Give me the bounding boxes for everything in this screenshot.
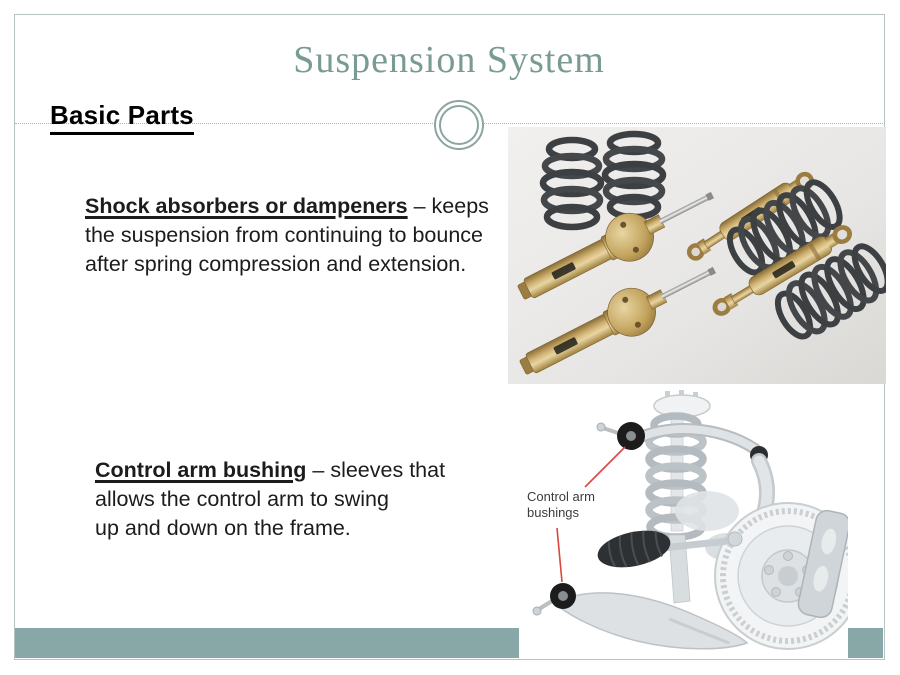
brake-caliper (797, 509, 848, 619)
crossmember-detail (675, 491, 739, 531)
divider-circle-ornament (434, 100, 484, 150)
upper-control-arm-bushing (596, 422, 645, 450)
lower-control-arm-bushing (532, 583, 576, 616)
control-arm-bushings-label-line1: Control arm (527, 489, 595, 504)
divider-circle-inner-ring (439, 105, 479, 145)
section-heading: Basic Parts (50, 100, 194, 135)
paragraph-shock-absorbers: Shock absorbers or dampeners – keeps the… (85, 192, 535, 279)
leader-line-lower-bushing (556, 527, 563, 583)
term-shock-absorbers: Shock absorbers or dampeners (85, 194, 408, 218)
steering-boot (597, 530, 743, 568)
shock-kit-illustration (508, 127, 886, 384)
definition-shock-absorbers: – keeps the suspension from continuing t… (85, 194, 489, 276)
paragraph-control-arm-bushing: Control arm bushing – sleeves that allow… (95, 456, 525, 543)
strut-top-mount (653, 390, 711, 418)
leader-line-upper-bushing (584, 446, 626, 488)
suspension-assembly-illustration: Control arm bushings (519, 389, 848, 658)
definition-control-arm-bushing: – sleeves that allows the control arm to… (95, 458, 446, 540)
shock-absorber-kit-image (508, 127, 886, 384)
term-control-arm-bushing: Control arm bushing (95, 458, 307, 482)
coil-spring-front-right (601, 130, 667, 221)
coil-spring-front-left (539, 136, 605, 231)
lower-control-arm (556, 592, 749, 650)
slide-title: Suspension System (293, 39, 605, 81)
suspension-assembly-image: Control arm bushings (519, 389, 848, 658)
control-arm-bushings-label-line2: bushings (527, 505, 580, 520)
